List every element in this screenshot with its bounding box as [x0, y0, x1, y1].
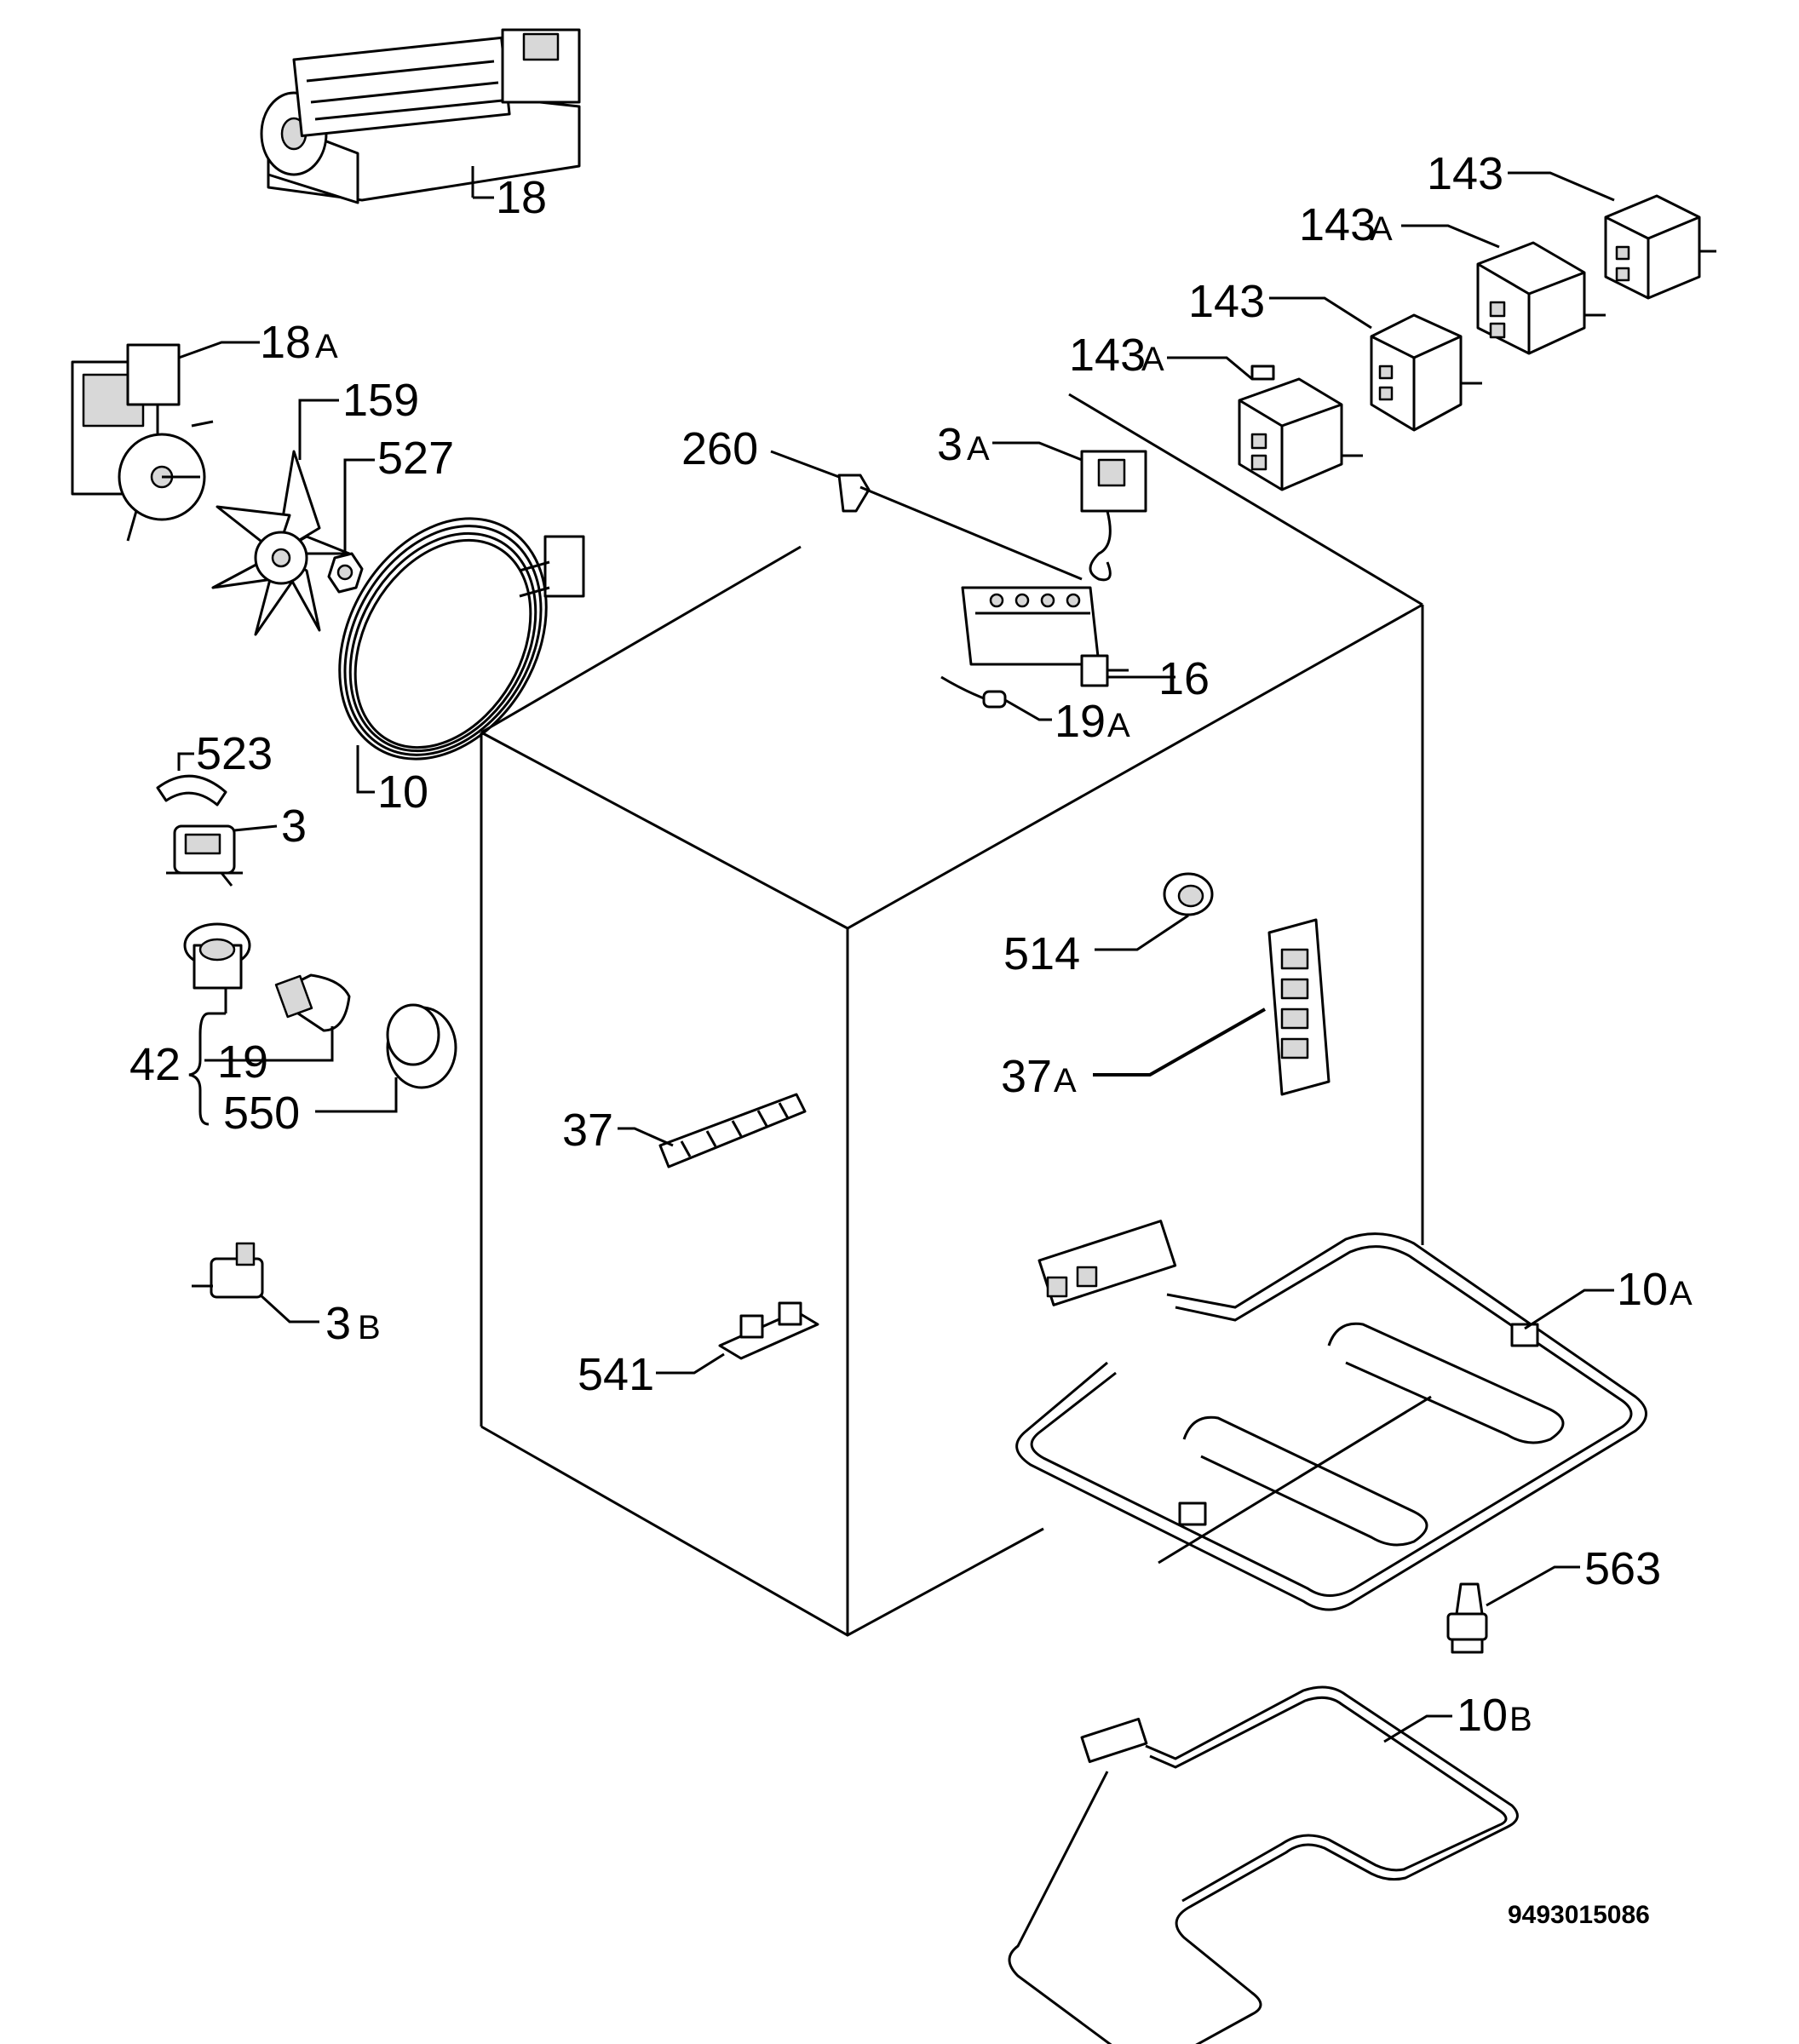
label-16: 16: [1158, 653, 1210, 704]
label-18A-num: 18: [260, 317, 311, 368]
label-19A-suffix: A: [1107, 707, 1130, 744]
label-541: 541: [578, 1349, 654, 1400]
leader-19A: [1004, 698, 1052, 721]
label-10A-num: 10: [1617, 1264, 1668, 1315]
part-10-circular-element: [338, 517, 585, 761]
part-159-fan-blade: [211, 450, 351, 636]
part-19-lamp: [274, 973, 351, 1032]
leader-143-top: [1508, 171, 1615, 202]
part-260-sensor: [837, 474, 1083, 581]
leader-143A-top: [1401, 224, 1500, 249]
part-143-mid-regulator: [1370, 313, 1482, 432]
label-523: 523: [196, 728, 273, 779]
label-563: 563: [1584, 1543, 1661, 1594]
label-143A-top-num: 143: [1299, 199, 1376, 250]
leader-159: [298, 399, 339, 460]
label-18: 18: [496, 172, 547, 223]
label-10: 10: [377, 766, 428, 818]
label-37A-suffix: A: [1054, 1062, 1077, 1100]
document-number: 9493015086: [1508, 1901, 1650, 1929]
leader-10: [356, 745, 375, 794]
label-514: 514: [1003, 928, 1080, 979]
part-19A-wire: [940, 675, 1007, 709]
label-10A-suffix: A: [1670, 1275, 1693, 1312]
label-37: 37: [562, 1105, 613, 1156]
part-37A-terminal-block: [1267, 918, 1331, 1096]
part-16-switch: [961, 586, 1129, 687]
part-514-grommet: [1163, 872, 1214, 916]
label-3A-suffix: A: [967, 430, 990, 468]
part-42-lamp-holder: [183, 922, 251, 990]
leader-10B: [1383, 1714, 1452, 1743]
label-37A-num: 37: [1001, 1051, 1052, 1102]
label-19A-num: 19: [1055, 696, 1106, 747]
leader-10A: [1524, 1289, 1614, 1330]
leader-550: [315, 1077, 398, 1113]
label-550: 550: [223, 1088, 300, 1139]
part-18A-fan-motor: [71, 343, 214, 542]
leader-527: [343, 458, 375, 554]
part-3-thermostat: [166, 824, 243, 887]
part-527-nut: [327, 552, 364, 594]
leader-563: [1486, 1565, 1580, 1607]
leader-143-mid: [1269, 296, 1372, 330]
leader-18A: [178, 341, 260, 359]
label-3: 3: [281, 801, 307, 852]
leader-541: [656, 1352, 725, 1375]
leader-37A: [1093, 1008, 1266, 1077]
label-143A-top-suffix: A: [1370, 210, 1393, 248]
part-10B-lower-element: [1008, 1685, 1519, 2044]
leader-260: [770, 450, 840, 479]
label-10B-suffix: B: [1509, 1701, 1532, 1738]
part-37-terminal-block: [658, 1093, 807, 1168]
part-18-tangential-fan: [260, 28, 581, 204]
part-550-lamp-cover: [386, 1003, 457, 1089]
part-143A-top-regulator: [1476, 241, 1606, 355]
part-523-clip: [156, 774, 227, 807]
part-143-top-regulator: [1604, 194, 1716, 300]
label-143A-mid-num: 143: [1069, 330, 1146, 381]
label-3B-suffix: B: [358, 1309, 381, 1346]
part-541-connector: [718, 1301, 819, 1360]
label-143-mid: 143: [1188, 276, 1265, 327]
leader-3B: [258, 1293, 319, 1323]
leader-37: [618, 1127, 674, 1147]
label-143-top: 143: [1427, 148, 1503, 199]
leader-143A-mid: [1167, 356, 1253, 381]
label-42: 42: [129, 1039, 181, 1090]
part-143A-mid-regulator: [1238, 365, 1363, 491]
label-527: 527: [377, 433, 454, 484]
part-3A-thermostat: [1080, 450, 1147, 582]
leader-19: [204, 1026, 334, 1062]
oven-cavity-box: [480, 393, 1424, 1637]
part-3B-thermostat: [192, 1242, 264, 1299]
part-563-foot: [1446, 1582, 1488, 1654]
label-3A-num: 3: [937, 419, 963, 470]
leader-3A: [992, 441, 1083, 462]
label-10B-num: 10: [1457, 1690, 1508, 1741]
leader-523: [177, 752, 194, 771]
label-18A-suffix: A: [315, 328, 338, 365]
label-3B-num: 3: [325, 1298, 351, 1349]
label-260: 260: [681, 423, 758, 474]
brace-42: [188, 1012, 210, 1126]
leader-514: [1095, 914, 1189, 951]
label-143A-mid-suffix: A: [1141, 341, 1164, 378]
label-159: 159: [342, 375, 419, 426]
label-19: 19: [217, 1036, 268, 1088]
part-10A-grill-element: [1015, 1220, 1647, 1611]
leader-3: [233, 824, 278, 832]
